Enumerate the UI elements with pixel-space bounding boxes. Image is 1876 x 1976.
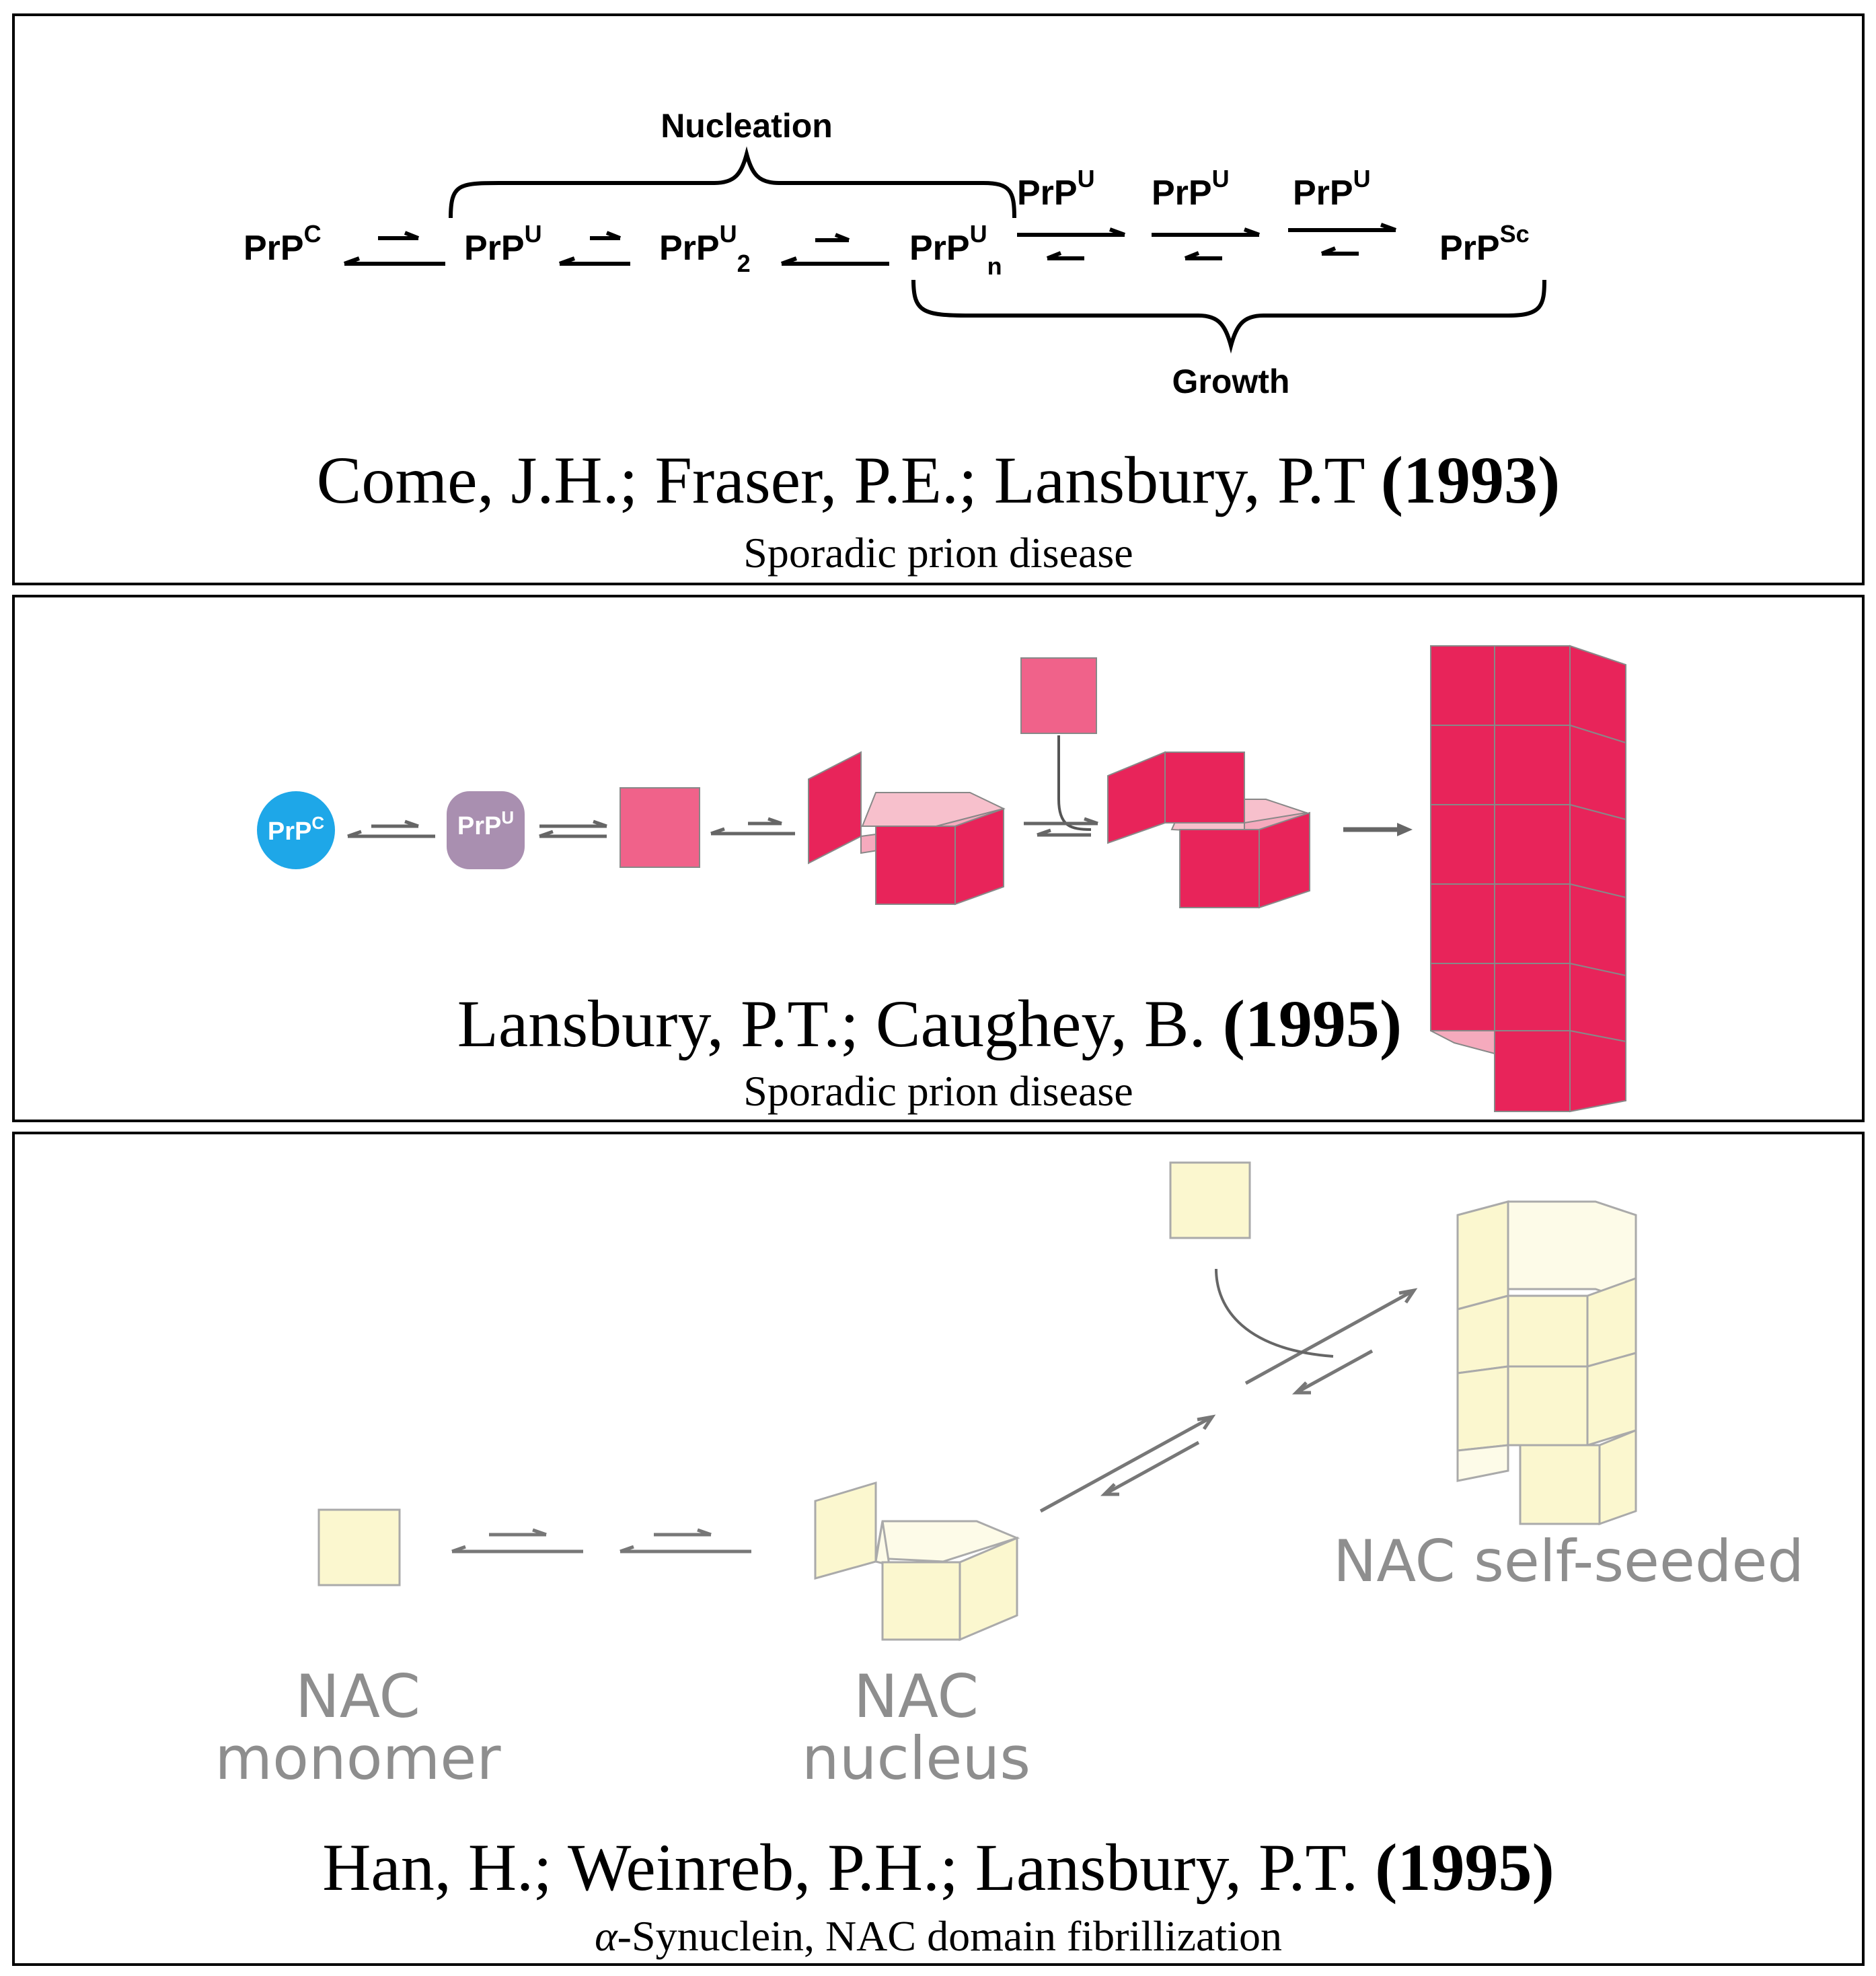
nac-monomer-label: NAC monomer bbox=[183, 1662, 533, 1794]
svg-text:PrPU: PrPU bbox=[457, 807, 514, 840]
panel-lansbury-caughey-1995: PrPC PrPU bbox=[12, 595, 1865, 1122]
incoming-arrow bbox=[1057, 735, 1092, 831]
misfolded-monomer bbox=[620, 787, 700, 868]
nac-fibrillization-scheme bbox=[317, 1161, 1637, 1642]
nac-nucleus-line1: NAC bbox=[854, 1662, 979, 1731]
citation-year: (1995) bbox=[1222, 986, 1402, 1061]
panel-han-weinreb-1995: NAC monomer NAC nucleus NAC self-seeded … bbox=[12, 1132, 1865, 1966]
nac-nucleus-line2: nucleus bbox=[801, 1724, 1031, 1794]
species-prpu-2: PrPU2 bbox=[659, 220, 751, 277]
species-prpu-n: PrPUn bbox=[909, 220, 1002, 280]
diagonal-equilibrium-arrow bbox=[1039, 1288, 1418, 1513]
equilibrium-arrow bbox=[347, 819, 435, 838]
growth-brace bbox=[911, 279, 1546, 354]
growth-arrow bbox=[1017, 227, 1126, 260]
citation-authors: Han, H.; Weinreb, P.H.; Lansbury, P.T. bbox=[322, 1830, 1359, 1905]
citation-authors: Come, J.H.; Fraser, P.E.; Lansbury, P.T bbox=[316, 443, 1364, 517]
equilibrium-arrow bbox=[780, 233, 889, 266]
nac-nucleus-shape bbox=[814, 1481, 1020, 1642]
nac-monomer-line2: monomer bbox=[215, 1724, 501, 1794]
equilibrium-arrow bbox=[451, 1528, 583, 1553]
species-prpu: PrPU bbox=[464, 220, 542, 268]
equilibrium-arrow bbox=[343, 231, 445, 266]
svg-text:PrPC: PrPC bbox=[243, 220, 322, 268]
svg-text:PrPC: PrPC bbox=[268, 813, 324, 846]
growth-label: Growth bbox=[1172, 363, 1290, 400]
citation-year: (1993) bbox=[1380, 443, 1561, 517]
svg-text:PrPSc: PrPSc bbox=[1439, 220, 1530, 268]
panel-come-1993: Nucleation PrPC PrPU PrPU2 PrPUn PrPSc bbox=[12, 13, 1865, 585]
subtitle: α-Synuclein, NAC domain fibrillization bbox=[15, 1915, 1862, 1958]
nac-monomer-line1: NAC bbox=[295, 1662, 420, 1731]
prion-nucleus bbox=[808, 751, 1006, 906]
svg-text:PrPU2: PrPU2 bbox=[659, 220, 751, 277]
nac-nucleus-label: NAC nucleus bbox=[741, 1662, 1091, 1794]
forward-arrow bbox=[1343, 823, 1413, 836]
growth-arrow bbox=[1152, 227, 1261, 260]
added-prpu: PrPU bbox=[1293, 165, 1371, 213]
subtitle: Sporadic prion disease bbox=[743, 1067, 1133, 1115]
growing-nucleus bbox=[1107, 751, 1310, 909]
citation-authors: Lansbury, P.T.; Caughey, B. bbox=[457, 986, 1206, 1061]
citation: Come, J.H.; Fraser, P.E.; Lansbury, P.T … bbox=[15, 447, 1862, 514]
growth-arrow bbox=[1288, 223, 1397, 256]
prpu-badge: PrPU bbox=[447, 791, 525, 869]
equilibrium-arrow bbox=[558, 231, 630, 266]
equilibrium-arrow bbox=[710, 817, 795, 836]
incoming-nac-monomer bbox=[1169, 1161, 1251, 1239]
nucleation-brace bbox=[449, 146, 1016, 219]
incoming-monomer bbox=[1020, 657, 1097, 734]
nucleation-growth-scheme: Nucleation PrPC PrPU PrPU2 PrPUn PrPSc bbox=[243, 107, 1546, 400]
nac-fibril-stack bbox=[1456, 1200, 1637, 1526]
added-prpu: PrPU bbox=[1017, 165, 1095, 213]
nucleation-label: Nucleation bbox=[661, 107, 833, 145]
species-prpc: PrPC bbox=[243, 220, 322, 268]
equilibrium-arrow bbox=[539, 819, 607, 838]
citation-year: (1995) bbox=[1375, 1830, 1554, 1905]
svg-text:PrPUn: PrPUn bbox=[909, 220, 1002, 280]
alpha-symbol: α bbox=[595, 1912, 617, 1960]
prpc-badge: PrPC bbox=[257, 791, 335, 869]
incoming-arrow bbox=[1215, 1268, 1334, 1358]
added-prpu: PrPU bbox=[1152, 165, 1230, 213]
fibril-stack bbox=[1430, 645, 1626, 1113]
species-prpsc: PrPSc bbox=[1439, 220, 1530, 268]
subtitle-text: -Synuclein, NAC domain fibrillization bbox=[617, 1912, 1282, 1960]
subtitle: Sporadic prion disease bbox=[743, 529, 1133, 577]
nac-monomer-block bbox=[317, 1508, 401, 1586]
prion-fibril-scheme: PrPC PrPU bbox=[257, 645, 1626, 1113]
equilibrium-arrow bbox=[620, 1528, 751, 1553]
svg-text:PrPU: PrPU bbox=[464, 220, 542, 268]
nac-self-seeded-label: NAC self-seeded bbox=[1333, 1528, 1804, 1595]
citation: Han, H.; Weinreb, P.H.; Lansbury, P.T. (… bbox=[15, 1834, 1862, 1901]
citation: Lansbury, P.T.; Caughey, B. (1995) bbox=[15, 990, 1844, 1058]
equilibrium-arrow bbox=[1024, 817, 1098, 837]
